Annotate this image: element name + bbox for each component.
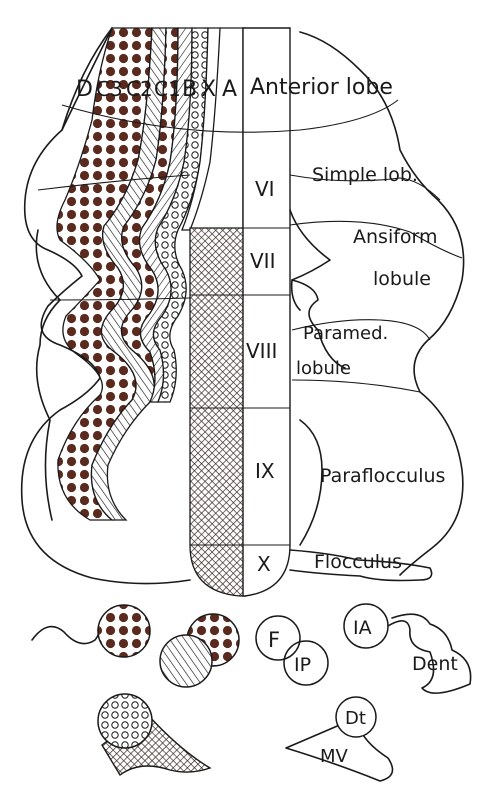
paraflocculus-label: Paraflocculus — [320, 465, 445, 487]
lobule-label-viii: VIII — [246, 339, 277, 363]
zone-label-b: B — [182, 77, 197, 102]
lobule-label-x: X — [257, 552, 271, 576]
flocculus-label: Flocculus — [314, 551, 402, 573]
lobule-label-ix: IX — [255, 459, 275, 483]
ansiform-lobule-label-1: Ansiform — [353, 226, 438, 248]
zone-label-c2: C2 — [126, 77, 153, 101]
nucleus-label-dt: Dt — [345, 708, 366, 729]
nuclei: F IP IA Dent Dt MV — [32, 604, 471, 781]
nucleus-label-mv: MV — [320, 746, 349, 767]
interposed-striped-nucleus — [160, 635, 212, 687]
zone-label-d: D — [76, 77, 93, 102]
nucleus-label-dent: Dent — [412, 653, 458, 675]
nucleus-label-ia: IA — [353, 617, 372, 639]
anterior-lobe-label: Anterior lobe — [250, 75, 393, 100]
paramedian-lobule-label-1: Paramed. — [303, 323, 388, 344]
zone-label-x: X — [201, 77, 216, 102]
lobule-label-vi: VI — [255, 177, 275, 201]
nucleus-label-ip: IP — [294, 654, 311, 676]
open-circle-nucleus — [98, 694, 152, 748]
nucleus-label-f: F — [268, 628, 280, 652]
zone-label-c1: C1 — [154, 77, 181, 101]
zone-label-a: A — [222, 77, 237, 102]
lobule-label-vii: VII — [250, 249, 275, 273]
dentate-dotted-nucleus — [98, 605, 150, 657]
simple-lobule-label: Simple lob. — [312, 164, 418, 186]
zone-labels: D C3 C2 C1 B X A — [76, 77, 237, 102]
paramedian-lobule-label-2: lobule — [296, 358, 351, 379]
ansiform-lobule-label-2: lobule — [373, 268, 431, 290]
zone-label-c3: C3 — [96, 77, 123, 101]
